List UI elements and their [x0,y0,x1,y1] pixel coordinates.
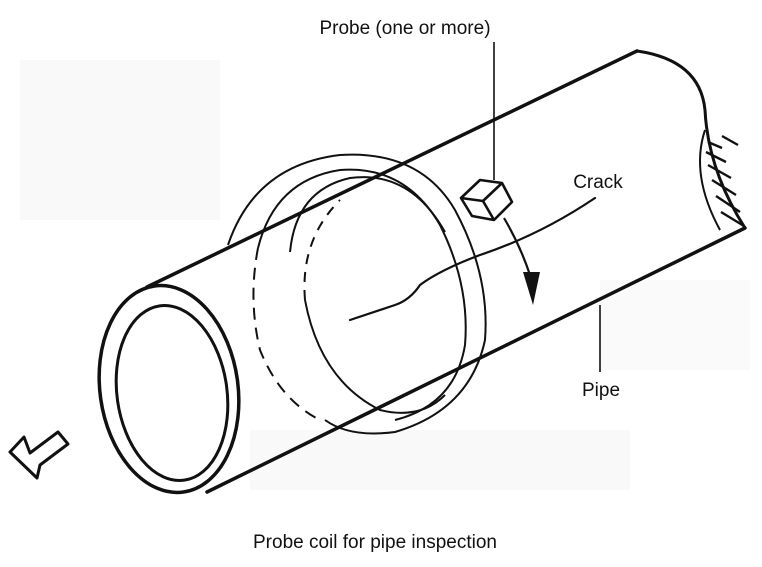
probe-label: Probe (one or more) [319,18,490,39]
pipe-near-end [97,283,241,495]
figure-caption: Probe coil for pipe inspection [253,532,497,553]
rotation-arrow [503,217,540,305]
pipe-far-end [636,49,747,231]
crack-line [348,196,597,322]
pipe-label: Pipe [582,380,620,401]
probe-icon [459,178,514,222]
probe-coil [227,153,487,435]
crack-label: Crack [573,172,623,193]
pipe-body [145,49,747,494]
background-texture [20,60,750,490]
leader-lines [493,42,601,372]
motion-arrow-icon [8,430,70,480]
